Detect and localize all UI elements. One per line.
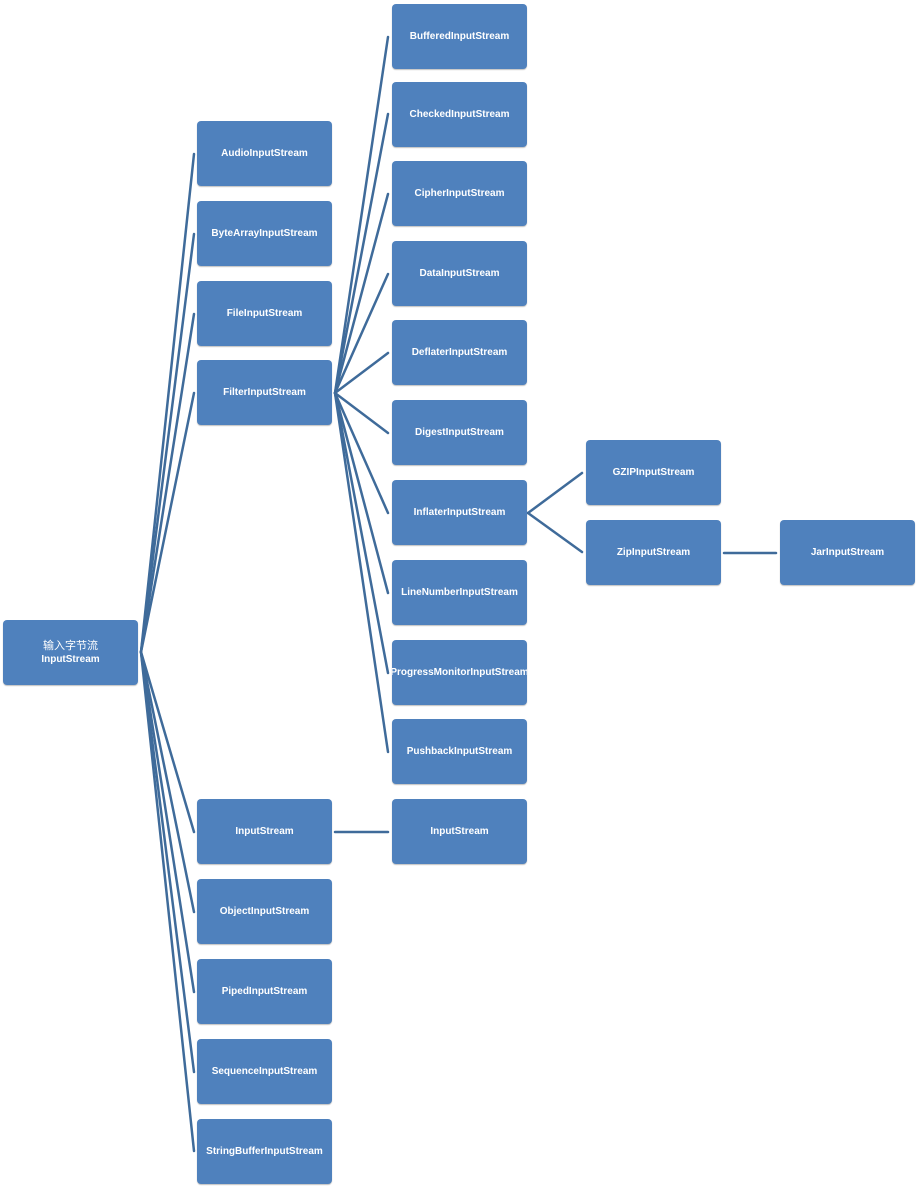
- node-zip-input-stream: ZipInputStream: [586, 520, 721, 585]
- node-data-input-stream: DataInputStream: [392, 241, 527, 306]
- node-input-stream: InputStream: [197, 799, 332, 864]
- edge-filter-child-9: [333, 391, 390, 754]
- node-checked-input-stream: CheckedInputStream: [392, 82, 527, 147]
- node-inflater-input-stream: InflaterInputStream: [392, 480, 527, 545]
- edge-filter-child-8: [333, 391, 390, 675]
- node-pushback-input-stream: PushbackInputStream: [392, 719, 527, 784]
- edge-filter-child-3: [333, 272, 390, 395]
- edge-root-level1-4: [139, 650, 196, 834]
- edge-root-level1-5: [139, 650, 196, 914]
- edge-filter-child-5: [333, 391, 390, 435]
- node-file-input-stream: FileInputStream: [197, 281, 332, 346]
- node-buffered-input-stream: BufferedInputStream: [392, 4, 527, 69]
- node-line-number-input-stream: LineNumberInputStream: [392, 560, 527, 625]
- node-jar-input-stream: JarInputStream: [780, 520, 915, 585]
- root-title-zh: 输入字节流: [43, 639, 98, 652]
- edge-filter-child-7: [333, 391, 390, 595]
- edge-root-level1-6: [139, 650, 196, 994]
- node-input-stream-child: InputStream: [392, 799, 527, 864]
- node-piped-input-stream: PipedInputStream: [197, 959, 332, 1024]
- edge-filter-child-2: [333, 192, 390, 395]
- edge-inflater-gzip: [526, 471, 584, 515]
- node-digest-input-stream: DigestInputStream: [392, 400, 527, 465]
- edge-filter-child-1: [333, 112, 390, 395]
- edge-filter-child-4: [333, 351, 390, 395]
- node-audio-input-stream: AudioInputStream: [197, 121, 332, 186]
- edge-root-level1-3: [139, 391, 196, 654]
- edge-root-level1-7: [139, 650, 196, 1074]
- node-string-buffer-input-stream: StringBufferInputStream: [197, 1119, 332, 1184]
- edge-filter-child-0: [333, 35, 390, 395]
- node-gzip-input-stream: GZIPInputStream: [586, 440, 721, 505]
- node-filter-input-stream: FilterInputStream: [197, 360, 332, 425]
- node-sequence-input-stream: SequenceInputStream: [197, 1039, 332, 1104]
- node-object-input-stream: ObjectInputStream: [197, 879, 332, 944]
- edge-root-level1-2: [139, 312, 196, 654]
- node-cipher-input-stream: CipherInputStream: [392, 161, 527, 226]
- node-progress-monitor-input-stream: ProgressMonitorInputStream: [392, 640, 527, 705]
- edge-filter-child-6: [333, 391, 390, 515]
- node-deflater-input-stream: DeflaterInputStream: [392, 320, 527, 385]
- root-node: 输入字节流 InputStream: [3, 620, 138, 685]
- edge-root-level1-8: [139, 650, 196, 1153]
- node-byte-array-input-stream: ByteArrayInputStream: [197, 201, 332, 266]
- edge-root-level1-1: [139, 232, 196, 654]
- edge-root-level1-0: [139, 152, 196, 654]
- root-title-en: InputStream: [41, 653, 100, 665]
- edge-inflater-zip: [526, 511, 584, 554]
